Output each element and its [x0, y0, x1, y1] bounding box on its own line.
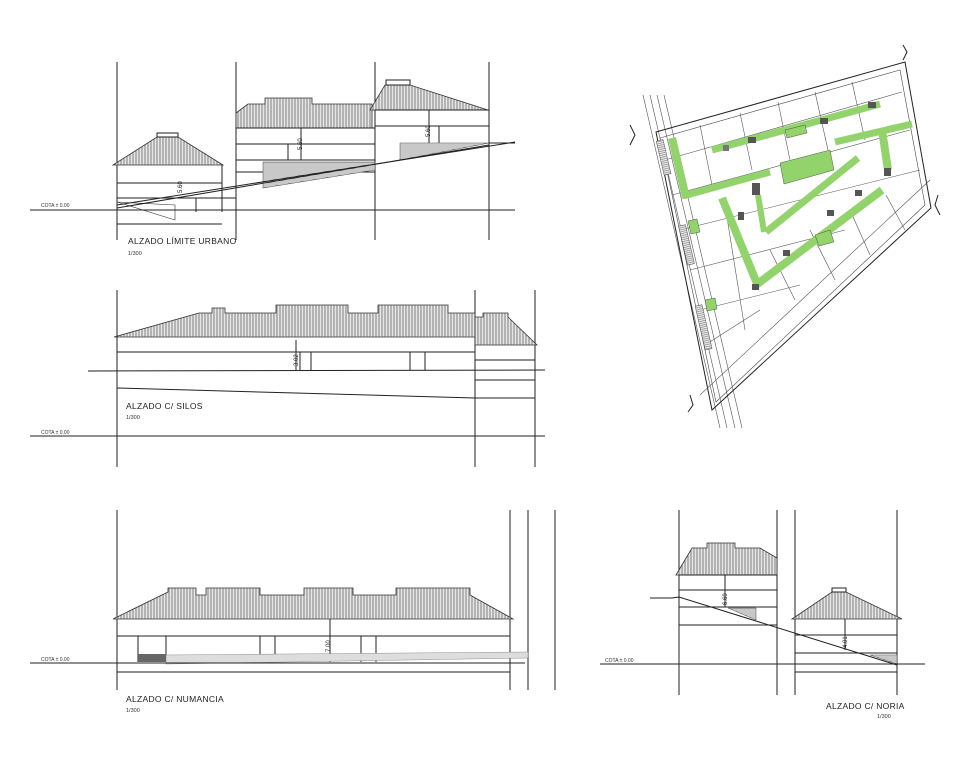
dimension-label: 5.60	[178, 181, 184, 193]
elevation-scale: 1/300	[126, 415, 140, 421]
elevation-title: ALZADO C/ NORIA	[826, 701, 905, 711]
elevation-scale: 1/300	[126, 708, 140, 714]
roof-middle-building	[235, 97, 373, 129]
elevation-title: ALZADO C/ SILOS	[126, 401, 203, 411]
roof-pavilion	[111, 136, 225, 166]
elevation-title: ALZADO LÍMITE URBANO	[128, 236, 237, 246]
dimension-label: 4.01	[843, 636, 849, 648]
elevation-scale: 1/300	[128, 251, 142, 257]
elevation-limite-urbano: COTA ± 0.00 5.60 5.60 5.60 ALZADO LÍMITE…	[30, 62, 516, 257]
cota-label: COTA ± 0.00	[41, 657, 70, 663]
elevation-title: ALZADO C/ NUMANCIA	[126, 694, 224, 704]
dimension-label: 5.60	[426, 125, 432, 137]
cota-label: COTA ± 0.00	[41, 430, 70, 436]
roof-main	[112, 587, 515, 620]
site-plan	[629, 44, 941, 429]
elevation-scale: 1/300	[877, 714, 891, 720]
elevation-c-numancia: COTA ± 0.00 7.00 ALZADO C/ NUMANCIA 1/30…	[30, 510, 556, 714]
roof-main	[113, 304, 476, 338]
cota-label: COTA ± 0.00	[605, 658, 634, 664]
block-outline	[655, 61, 932, 411]
roof-pavilion	[790, 591, 903, 620]
elevation-c-noria: COTA ± 0.00 6.60 4.01 ALZADO C/ NORIA 1/…	[600, 510, 925, 720]
dimension-label: 3.02	[294, 354, 300, 366]
dimension-label: 6.60	[723, 593, 729, 605]
stair-elements	[656, 102, 891, 351]
elevation-c-silos: COTA ± 0.00 3.02 ALZADO C/ SILOS 1/300	[30, 290, 546, 467]
dimension-label: 7.00	[326, 640, 332, 652]
roof-right-building	[369, 84, 489, 111]
roof-annex	[474, 312, 538, 346]
green-spaces	[668, 100, 913, 312]
dimension-label: 5.60	[298, 138, 304, 150]
cota-label: COTA ± 0.00	[41, 203, 70, 209]
roof-left-building	[675, 542, 778, 576]
